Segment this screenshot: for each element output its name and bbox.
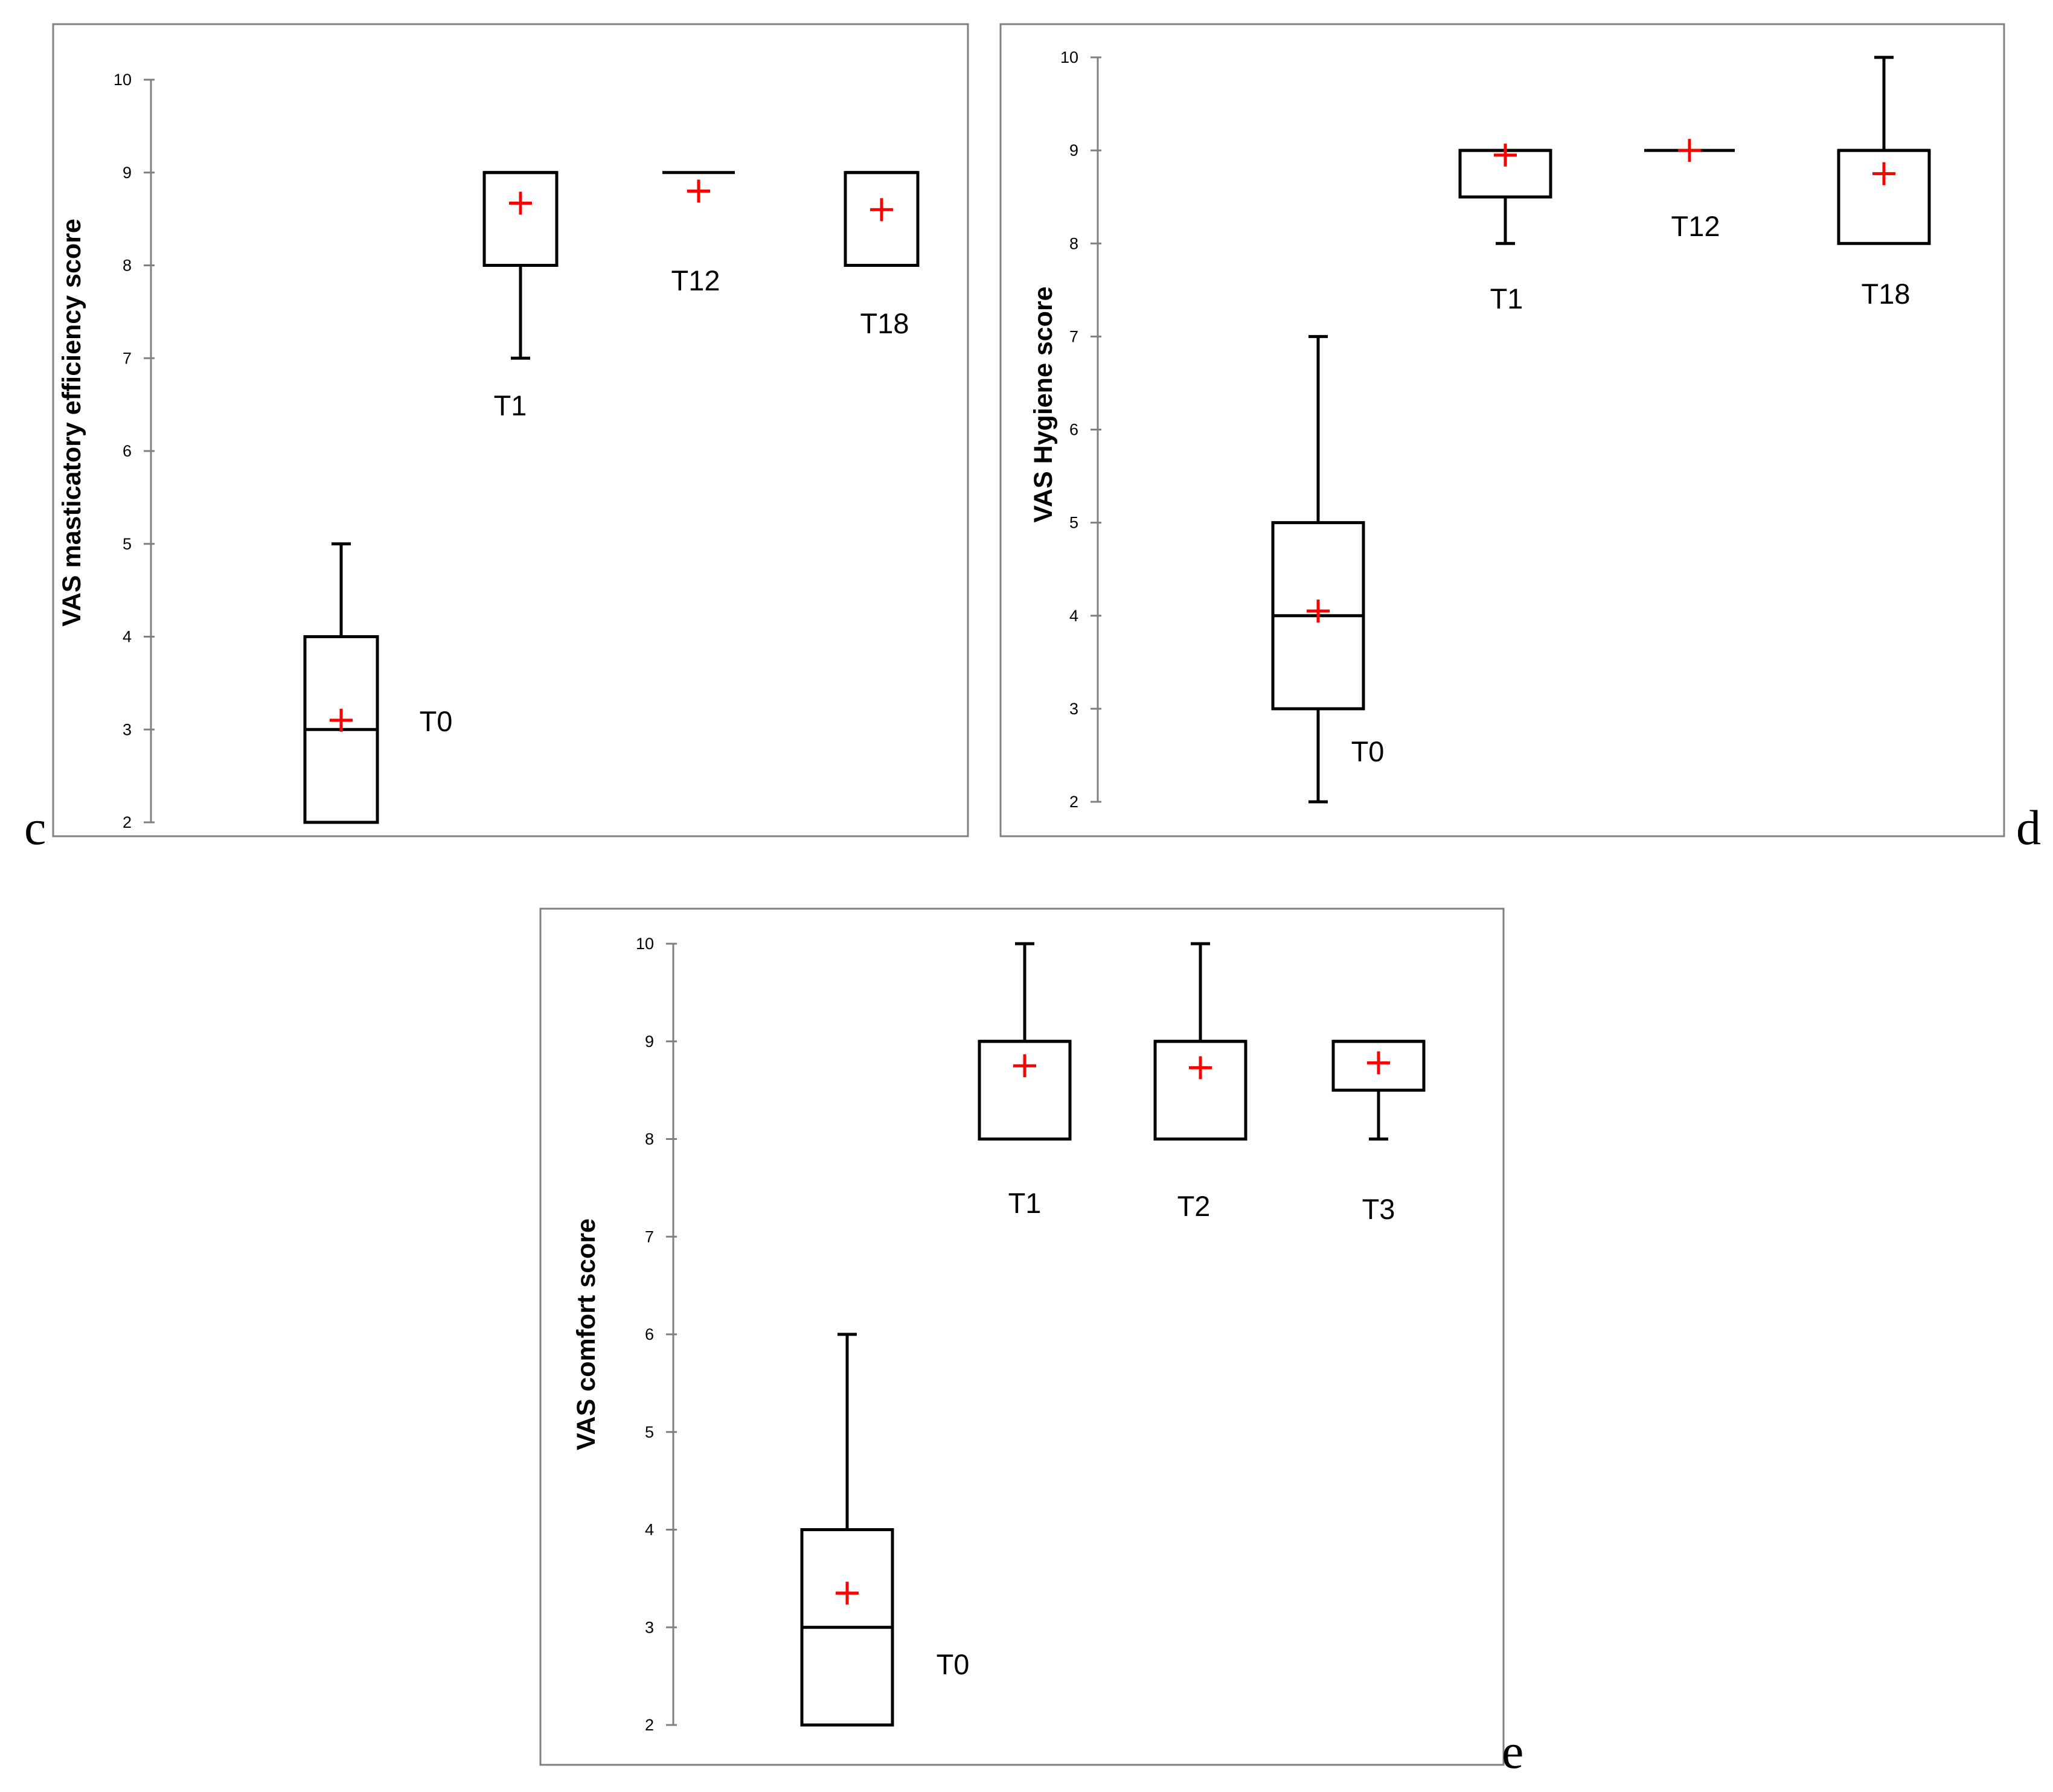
mean-marker <box>1189 1056 1212 1080</box>
y-tick-label: 8 <box>123 257 132 275</box>
mean-marker <box>1494 143 1517 167</box>
category-label: T1 <box>1008 1187 1042 1219</box>
category-label: T0 <box>937 1648 970 1680</box>
y-tick-label: 9 <box>1069 141 1078 159</box>
plot-frame <box>539 907 1505 1766</box>
mean-marker <box>509 191 532 215</box>
y-tick-label: 2 <box>645 1716 654 1734</box>
box-t0 <box>800 1333 894 1727</box>
y-tick-label: 2 <box>1069 793 1078 811</box>
mean-marker <box>687 179 710 203</box>
category-label: T18 <box>860 307 909 339</box>
y-tick-label: 5 <box>1069 514 1078 532</box>
box-t1 <box>1458 143 1552 245</box>
y-tick-label: 3 <box>645 1618 654 1636</box>
mean-marker <box>330 708 353 732</box>
mean-marker <box>1307 600 1330 623</box>
mean-marker <box>1013 1054 1036 1078</box>
category-label: T3 <box>1362 1193 1395 1225</box>
y-axis-label: VAS comfort score <box>572 1218 601 1450</box>
y-tick-label: 4 <box>123 628 132 646</box>
mean-marker <box>1367 1051 1390 1075</box>
y-tick-label: 2 <box>123 813 132 831</box>
y-tick-label: 5 <box>123 535 132 553</box>
box-t18 <box>844 171 920 267</box>
y-tick-label: 3 <box>123 720 132 738</box>
y-tick-label: 4 <box>645 1521 654 1539</box>
box-t2 <box>1153 942 1247 1141</box>
category-label: T1 <box>494 389 527 421</box>
panel-letter: e <box>1502 1724 1523 1779</box>
category-label: T0 <box>1351 735 1385 767</box>
y-tick-label: 5 <box>645 1423 654 1441</box>
y-tick-label: 4 <box>1069 607 1078 625</box>
y-axis-label: VAS Hygiene score <box>1029 286 1058 522</box>
y-tick-label: 6 <box>123 442 132 460</box>
y-tick-label: 8 <box>1069 234 1078 252</box>
box-t1 <box>482 171 559 360</box>
category-label: T0 <box>420 705 453 737</box>
box-t18 <box>1837 56 1931 245</box>
mean-marker <box>1678 139 1701 162</box>
mean-marker <box>1872 162 1895 185</box>
box-t12 <box>1644 139 1735 162</box>
y-tick-label: 7 <box>123 349 132 367</box>
mean-marker <box>870 198 893 222</box>
box-t12 <box>662 171 735 203</box>
category-label: T1 <box>1490 283 1523 315</box>
y-tick-label: 9 <box>123 164 132 182</box>
box-body <box>1153 1040 1247 1141</box>
box-t1 <box>978 942 1072 1141</box>
category-label: T12 <box>1671 210 1720 242</box>
panel-letter: c <box>24 800 46 855</box>
y-tick-label: 3 <box>1069 700 1078 718</box>
box-t0 <box>303 542 379 824</box>
mean-marker <box>836 1581 859 1605</box>
y-tick-label: 10 <box>636 935 654 953</box>
y-tick-label: 10 <box>1060 48 1078 66</box>
box-t0 <box>1271 334 1365 804</box>
category-label: T2 <box>1177 1190 1211 1222</box>
plot-frame <box>52 23 969 837</box>
y-tick-label: 9 <box>645 1032 654 1051</box>
y-tick-label: 6 <box>1069 421 1078 439</box>
category-label: T18 <box>1862 278 1910 310</box>
box-body <box>482 171 559 267</box>
category-label: T12 <box>671 264 720 296</box>
y-axis-label: VAS masticatory efficiency score <box>57 219 86 627</box>
plot-frame <box>999 23 2005 837</box>
y-tick-label: 7 <box>1069 327 1078 345</box>
y-tick-label: 8 <box>645 1130 654 1148</box>
y-tick-label: 7 <box>645 1227 654 1246</box>
y-tick-label: 6 <box>645 1325 654 1343</box>
y-tick-label: 10 <box>114 71 132 89</box>
box-t3 <box>1331 1040 1426 1141</box>
panel-letter: d <box>2016 800 2041 855</box>
